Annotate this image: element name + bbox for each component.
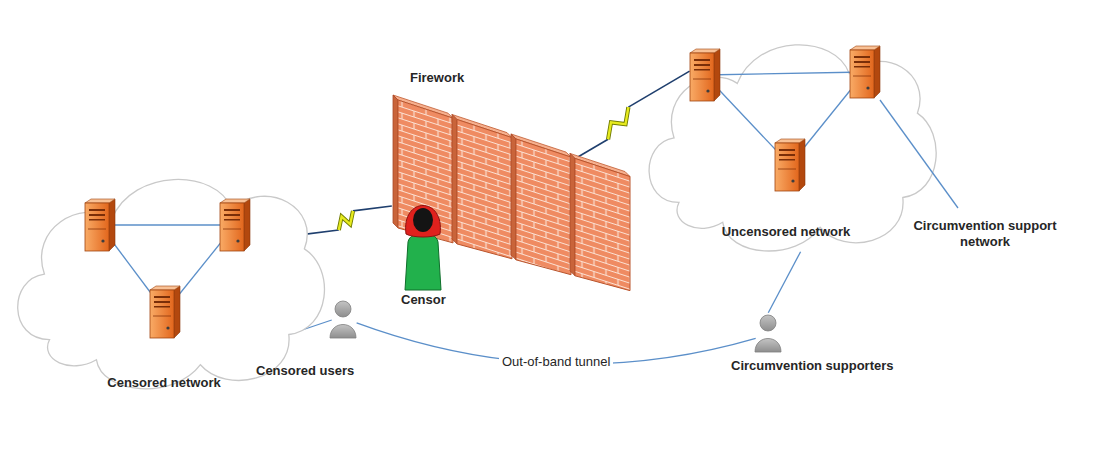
person-icon [328, 298, 358, 338]
brick-panel [398, 100, 453, 243]
person-body [755, 339, 781, 353]
lightning-bolt [608, 107, 628, 139]
person-body [330, 325, 356, 339]
wall-side [511, 134, 516, 260]
server-icon [85, 199, 115, 251]
user-figure: Censored users [256, 298, 354, 379]
cloud-shape [8, 138, 320, 400]
brick-panel [575, 158, 630, 290]
network-link [705, 72, 865, 75]
censor-face [413, 208, 433, 232]
wall-side [570, 153, 575, 275]
censor-icon [401, 190, 445, 290]
server-icon [850, 46, 880, 98]
wall-side [393, 95, 398, 228]
person-icon [753, 312, 783, 352]
annotation-label: Circumvention support network [905, 218, 1065, 250]
lightning-bolt [339, 211, 353, 230]
connector [300, 206, 392, 235]
person-head [335, 301, 351, 317]
node-label: Circumvention supporters [731, 358, 894, 374]
censor-body [405, 233, 441, 290]
brick-panel [516, 139, 571, 275]
cloud-shape [640, 4, 932, 262]
leader-line [880, 100, 958, 208]
node-label: Censored users [256, 363, 354, 379]
server-icon [690, 49, 720, 101]
link-line [353, 206, 392, 211]
node-label: Uncensored network [722, 224, 851, 240]
network-cloud: Uncensored network [640, 4, 932, 262]
server-icon [150, 286, 180, 338]
person-head [760, 315, 776, 331]
network-link [100, 224, 235, 225]
lightning-outline [608, 107, 628, 139]
wall-side [452, 114, 457, 243]
network-cloud: Censored network [8, 138, 320, 400]
user-figure: Circumvention supporters [731, 312, 894, 374]
node-label: Firework [410, 70, 464, 86]
link-line [768, 252, 800, 313]
censor-figure: Censor [401, 190, 446, 308]
connector [768, 252, 800, 313]
cloud-outline [18, 179, 325, 388]
lightning-outline [339, 211, 353, 230]
brick-panel [457, 119, 512, 258]
cloud-outline [649, 45, 936, 251]
node-label: Censor [401, 292, 446, 308]
censor-hood [406, 206, 441, 238]
server-icon [775, 139, 805, 191]
server-icon [220, 199, 250, 251]
node-label: Censored network [107, 375, 220, 391]
edge-label: Out-of-band tunnel [499, 354, 613, 370]
